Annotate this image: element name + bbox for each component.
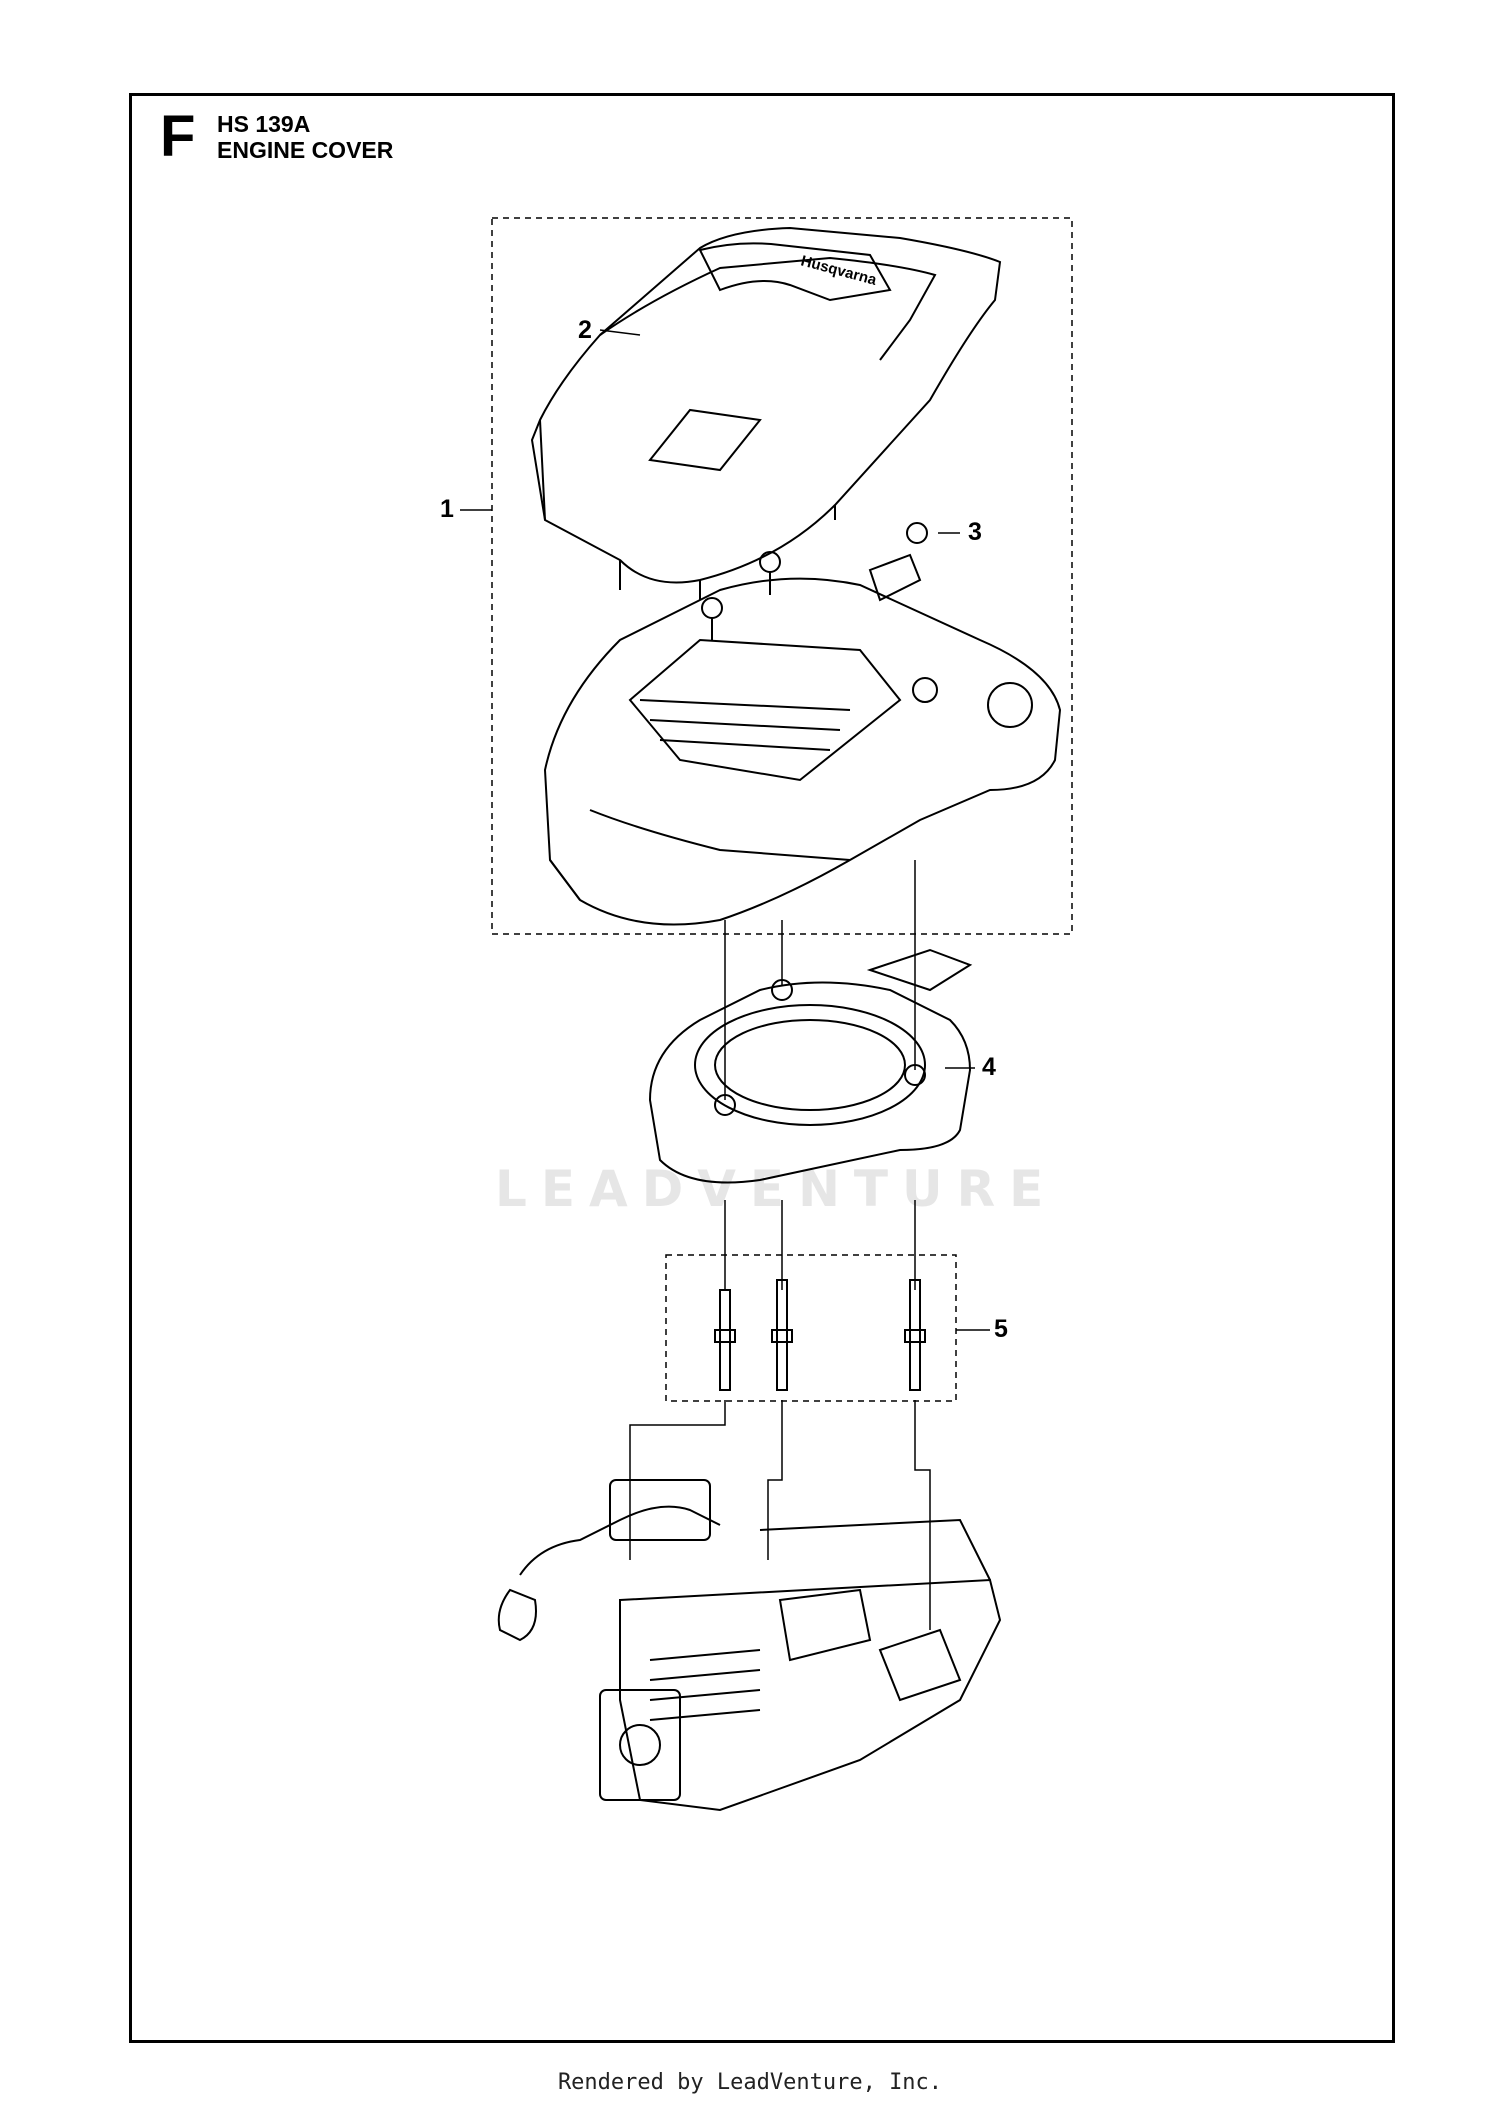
footer-credit: Rendered by LeadVenture, Inc.: [557, 2070, 943, 2095]
diagram-title: ENGINE COVER: [217, 137, 394, 163]
diagram-frame: [129, 93, 1395, 2043]
assembly-lines: [629, 860, 931, 1630]
section-letter: F: [160, 104, 196, 169]
callout-5: 5: [994, 1315, 1008, 1343]
watermark: LEADVENTURE: [495, 1160, 1058, 1218]
engine-block: [497, 1479, 1002, 1812]
part-nuts: [701, 522, 928, 640]
part-studs: [714, 1279, 926, 1391]
callout-2: 2: [578, 316, 592, 344]
part-top-cover: Husqvarna: [530, 226, 1002, 600]
callout-1: 1: [440, 495, 454, 523]
model-number: HS 139A: [217, 111, 311, 137]
callout-3: 3: [968, 518, 982, 546]
part-fan-housing: [648, 948, 973, 1184]
group-box-studs: [665, 1254, 957, 1402]
part-air-cover: [543, 553, 1062, 926]
callout-4: 4: [982, 1053, 996, 1081]
